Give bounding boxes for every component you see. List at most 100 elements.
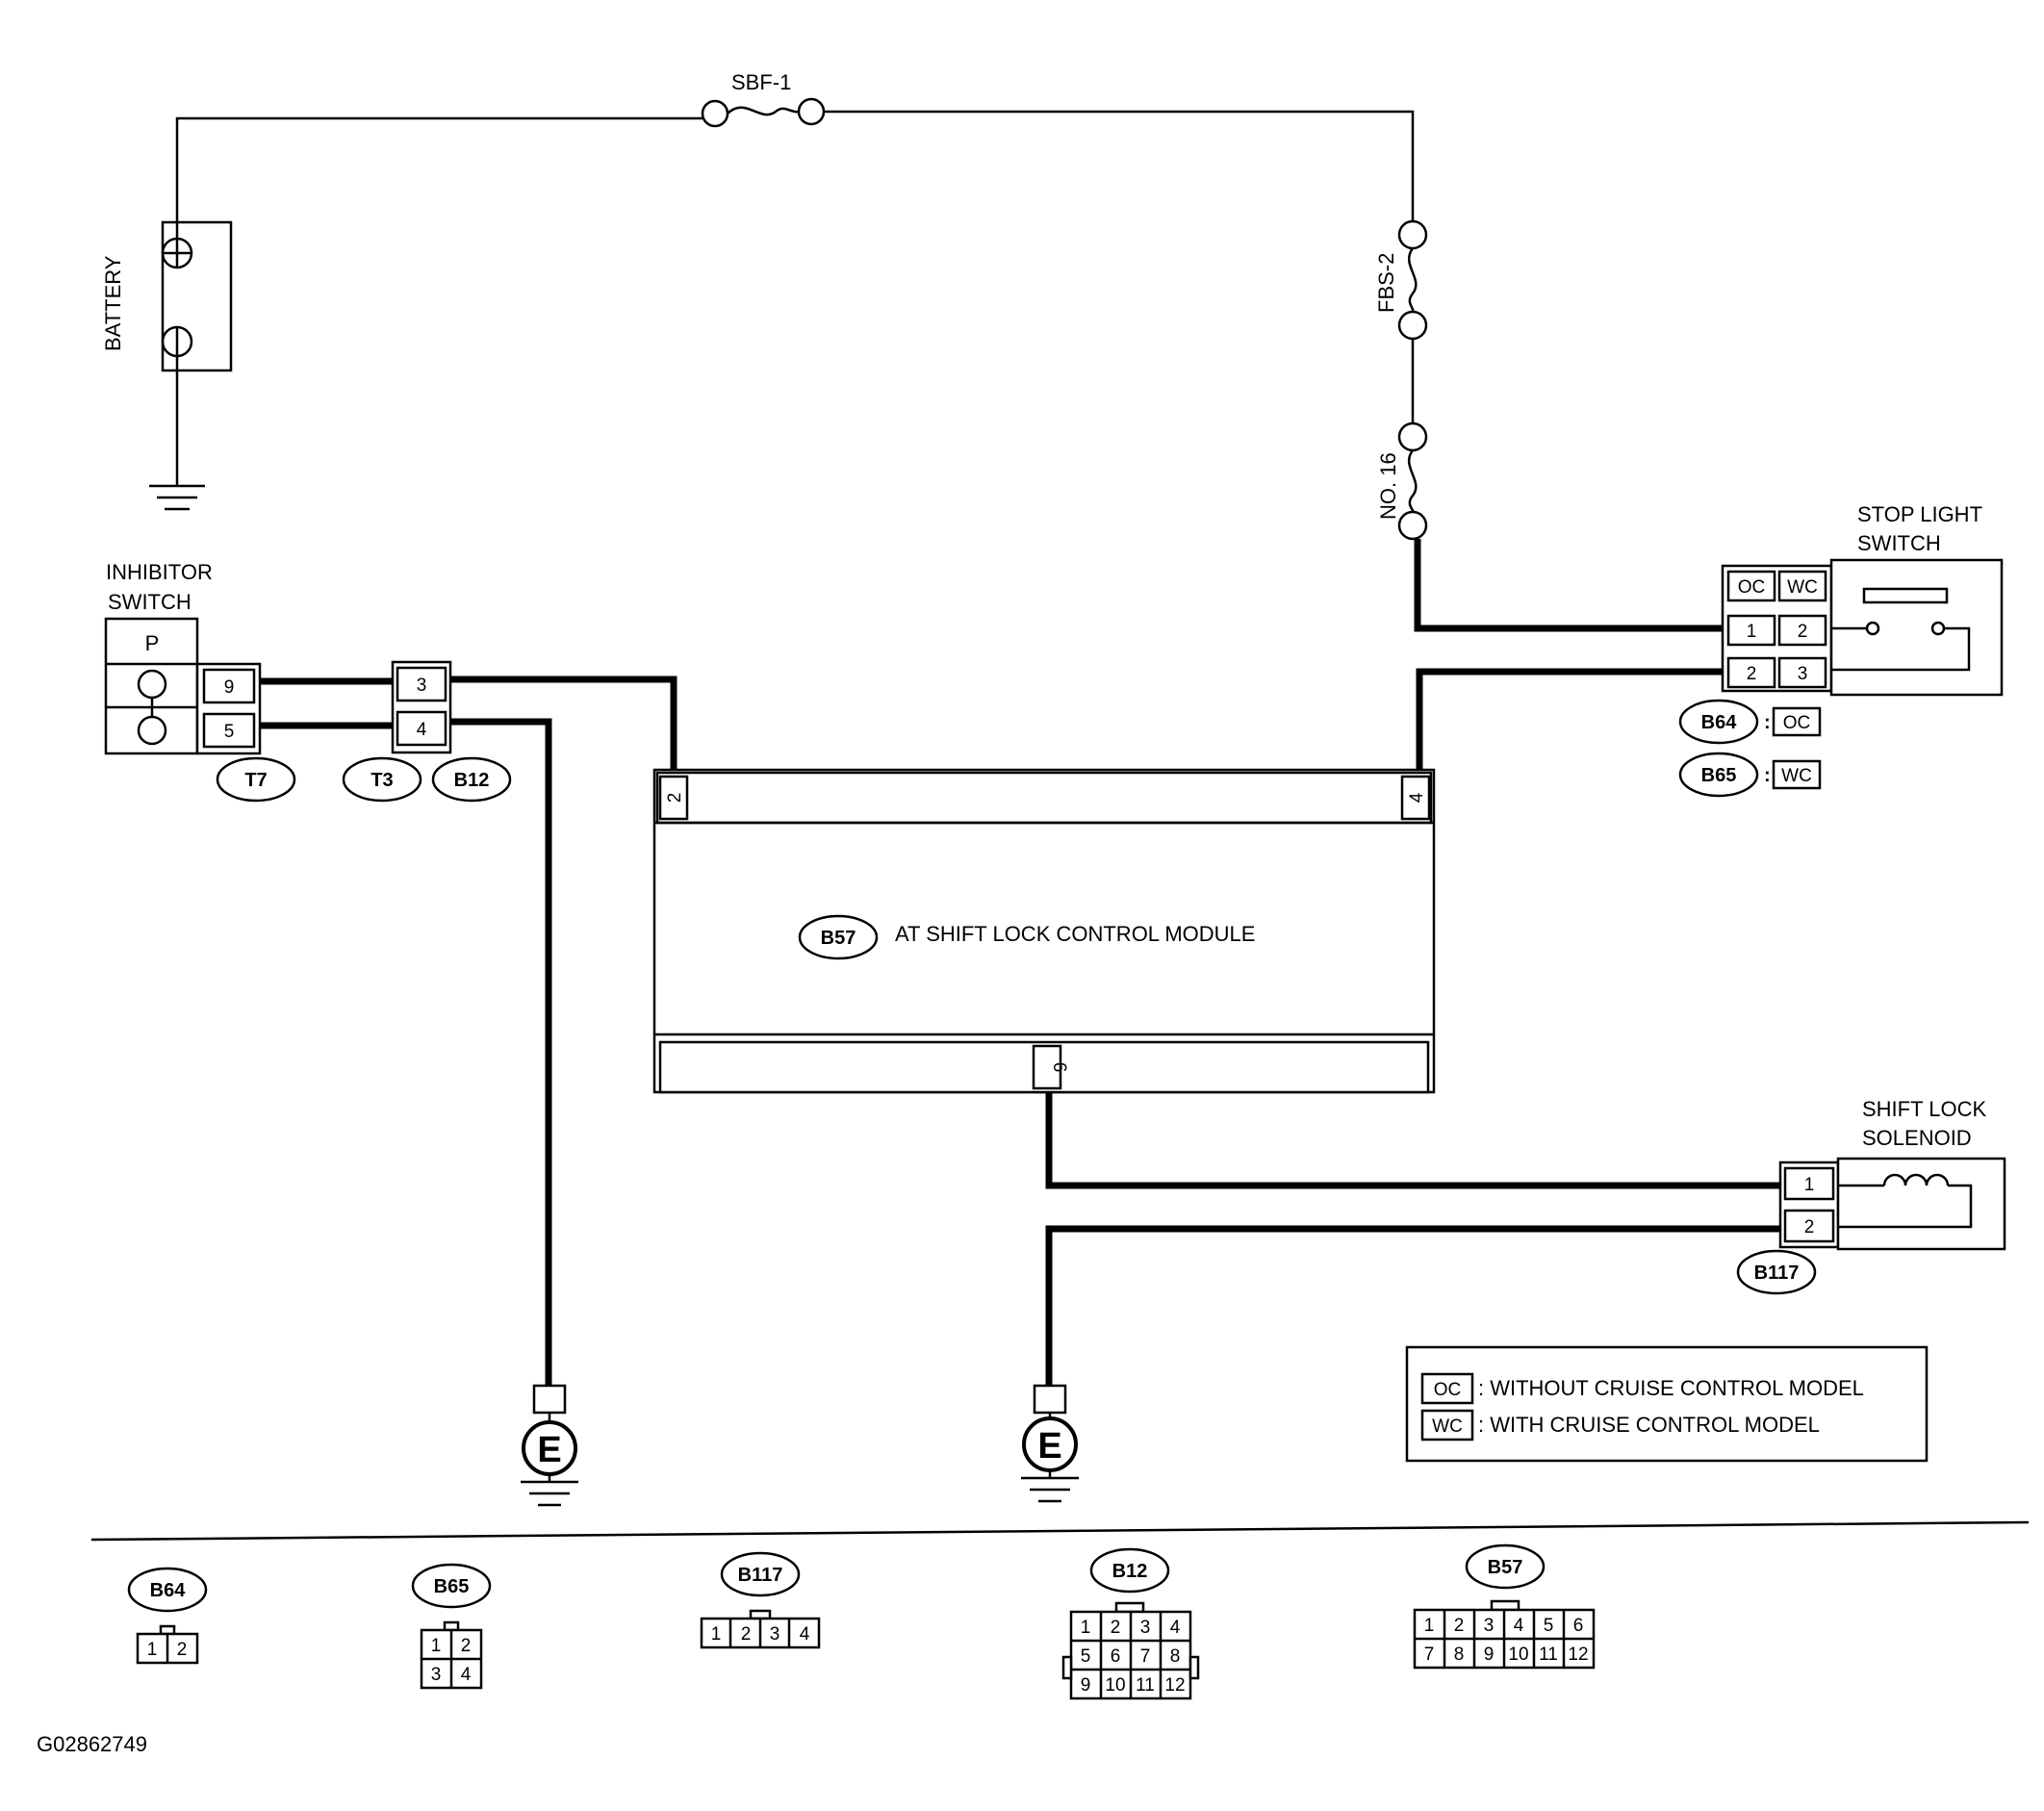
- fuse-terminal-icon: [797, 97, 826, 126]
- connector-pin: 6: [1111, 1646, 1121, 1667]
- module-pin: 2: [665, 793, 685, 803]
- connector-view-b117: B117 1 2 3 4: [700, 1551, 821, 1649]
- switch-contact-icon: [1865, 621, 1880, 636]
- svg-text:E: E: [537, 1430, 561, 1470]
- svg-text:B65: B65: [1701, 765, 1737, 786]
- svg-text:B57: B57: [1488, 1557, 1523, 1578]
- fuse-terminal-icon: [1397, 219, 1428, 250]
- svg-text:B12: B12: [454, 770, 490, 791]
- connector-pin: 9: [1081, 1675, 1091, 1696]
- shift-lock-control-module: 2 4 6 B57 AT SHIFT LOCK CONTROL MODULE: [652, 768, 1436, 1094]
- connector-pin: 9: [1484, 1645, 1495, 1665]
- connector-pin: 2: [741, 1624, 752, 1645]
- connector-tag-b64: [1678, 699, 1759, 745]
- legend-code: OC: [1434, 1380, 1462, 1400]
- stop-light-pin: 2: [1798, 622, 1808, 642]
- switch-contact-icon: [137, 715, 167, 746]
- svg-text:B64: B64: [1701, 712, 1738, 733]
- connector-view-b65: B65 1 2 3 4: [411, 1563, 492, 1690]
- solenoid-pin: 1: [1804, 1175, 1815, 1195]
- switch-plunger-icon: [1862, 587, 1949, 604]
- connector-pin: 1: [1081, 1618, 1091, 1638]
- connector-tag-t7: [216, 756, 296, 803]
- junction-pin: 3: [417, 676, 427, 696]
- connector-pin: 3: [1140, 1618, 1151, 1638]
- svg-text:B57: B57: [821, 928, 856, 949]
- legend: OC : WITHOUT CRUISE CONTROL MODEL WC : W…: [1405, 1345, 1929, 1463]
- connector-pin: 3: [770, 1624, 780, 1645]
- coil-icon: [1882, 1173, 1950, 1186]
- stop-light-wc-label: WC: [1787, 577, 1818, 598]
- connector-pin: 11: [1136, 1675, 1155, 1696]
- wire-module-to-solenoid: [1045, 1092, 1780, 1189]
- connector-pin: 1: [1424, 1616, 1435, 1636]
- wire-junction-to-ground: [450, 718, 552, 1386]
- stop-light-pin: 2: [1747, 664, 1757, 684]
- battery-ground-icon: [149, 356, 205, 511]
- section-divider: [90, 1520, 2030, 1542]
- connector-pin: 7: [1140, 1646, 1151, 1667]
- svg-text:B117: B117: [738, 1565, 783, 1586]
- legend-text: : WITH CRUISE CONTROL MODEL: [1478, 1413, 1820, 1437]
- battery: BATTERY: [101, 220, 233, 372]
- connector-pin: 4: [1170, 1618, 1181, 1638]
- connector-pin: 2: [1111, 1618, 1121, 1638]
- svg-text:B65: B65: [434, 1576, 470, 1597]
- connector-pin: 11: [1539, 1645, 1558, 1665]
- connector-pin: 2: [177, 1640, 188, 1660]
- connector-pin: 3: [431, 1665, 442, 1685]
- shift-lock-solenoid: SHIFT LOCK SOLENOID 1 2 B117: [1736, 1097, 2006, 1295]
- ground-e-right-icon: E: [1021, 1384, 1079, 1503]
- figure-code: G02862749: [37, 1732, 147, 1756]
- fuse-terminal-icon: [701, 99, 729, 128]
- inhibitor-label-line2: SWITCH: [108, 590, 192, 614]
- svg-text:T7: T7: [244, 770, 267, 791]
- svg-text:B64: B64: [150, 1580, 187, 1601]
- connector-pin: 12: [1568, 1645, 1588, 1665]
- connector-tag-t3: [342, 756, 422, 803]
- fuse-fbs-2: FBS-2: [1374, 219, 1428, 341]
- connector-view-b57: B57 1 2 3 4 5 6 7 8 9 10 11 12: [1413, 1543, 1596, 1670]
- legend-code: WC: [1432, 1416, 1463, 1437]
- connector-pin: 1: [711, 1624, 722, 1645]
- inhibitor-switch: INHIBITOR SWITCH P 9 5 T7: [104, 560, 296, 803]
- wire-stop-light-feed: [1414, 539, 1723, 632]
- connector-pin: 8: [1170, 1646, 1181, 1667]
- module-pin: 4: [1407, 792, 1427, 803]
- solenoid-label-line2: SOLENOID: [1862, 1126, 1972, 1150]
- connector-pin: 7: [1424, 1645, 1435, 1665]
- connector-pin: 12: [1164, 1675, 1185, 1696]
- connector-pin: 5: [1544, 1616, 1554, 1636]
- battery-label: BATTERY: [101, 255, 125, 351]
- fuse-fbs-2-label: FBS-2: [1374, 253, 1398, 313]
- variant-wc: WC: [1781, 766, 1812, 786]
- legend-text: : WITHOUT CRUISE CONTROL MODEL: [1478, 1376, 1864, 1400]
- fuse-no-16-label: NO. 16: [1376, 452, 1400, 520]
- module-pin: 6: [1049, 1062, 1069, 1073]
- module-label: AT SHIFT LOCK CONTROL MODULE: [895, 922, 1255, 946]
- wire-solenoid-to-ground: [1045, 1225, 1780, 1386]
- svg-text:B117: B117: [1754, 1263, 1800, 1284]
- connector-view-b64: B64 1 2: [127, 1567, 208, 1665]
- connector-tag-b12: [431, 756, 512, 803]
- connector-tag-b57: [798, 914, 879, 960]
- inhibitor-pin: 5: [224, 722, 235, 742]
- stop-light-pin: 1: [1747, 622, 1757, 642]
- inhibitor-position-label: P: [145, 631, 160, 655]
- connector-pin: 3: [1484, 1616, 1495, 1636]
- wire-junction-to-module: [450, 676, 677, 779]
- connector-pin: 1: [431, 1636, 442, 1656]
- connector-pin: 4: [800, 1624, 810, 1645]
- stop-light-switch-label-line2: SWITCH: [1857, 531, 1941, 555]
- svg-text::: :: [1764, 765, 1771, 786]
- ground-e-left-icon: E: [521, 1384, 578, 1507]
- stop-light-pin: 3: [1798, 664, 1808, 684]
- solenoid-body: [1836, 1157, 2006, 1251]
- junction-pin: 4: [417, 720, 427, 740]
- svg-text:T3: T3: [370, 770, 393, 791]
- connector-pin: 10: [1105, 1675, 1125, 1696]
- fuse-no-16: NO. 16: [1376, 421, 1428, 541]
- connector-tag-b65: [1678, 752, 1759, 798]
- connector-tag-b117: [1736, 1249, 1817, 1295]
- solenoid-pin: 2: [1804, 1217, 1815, 1237]
